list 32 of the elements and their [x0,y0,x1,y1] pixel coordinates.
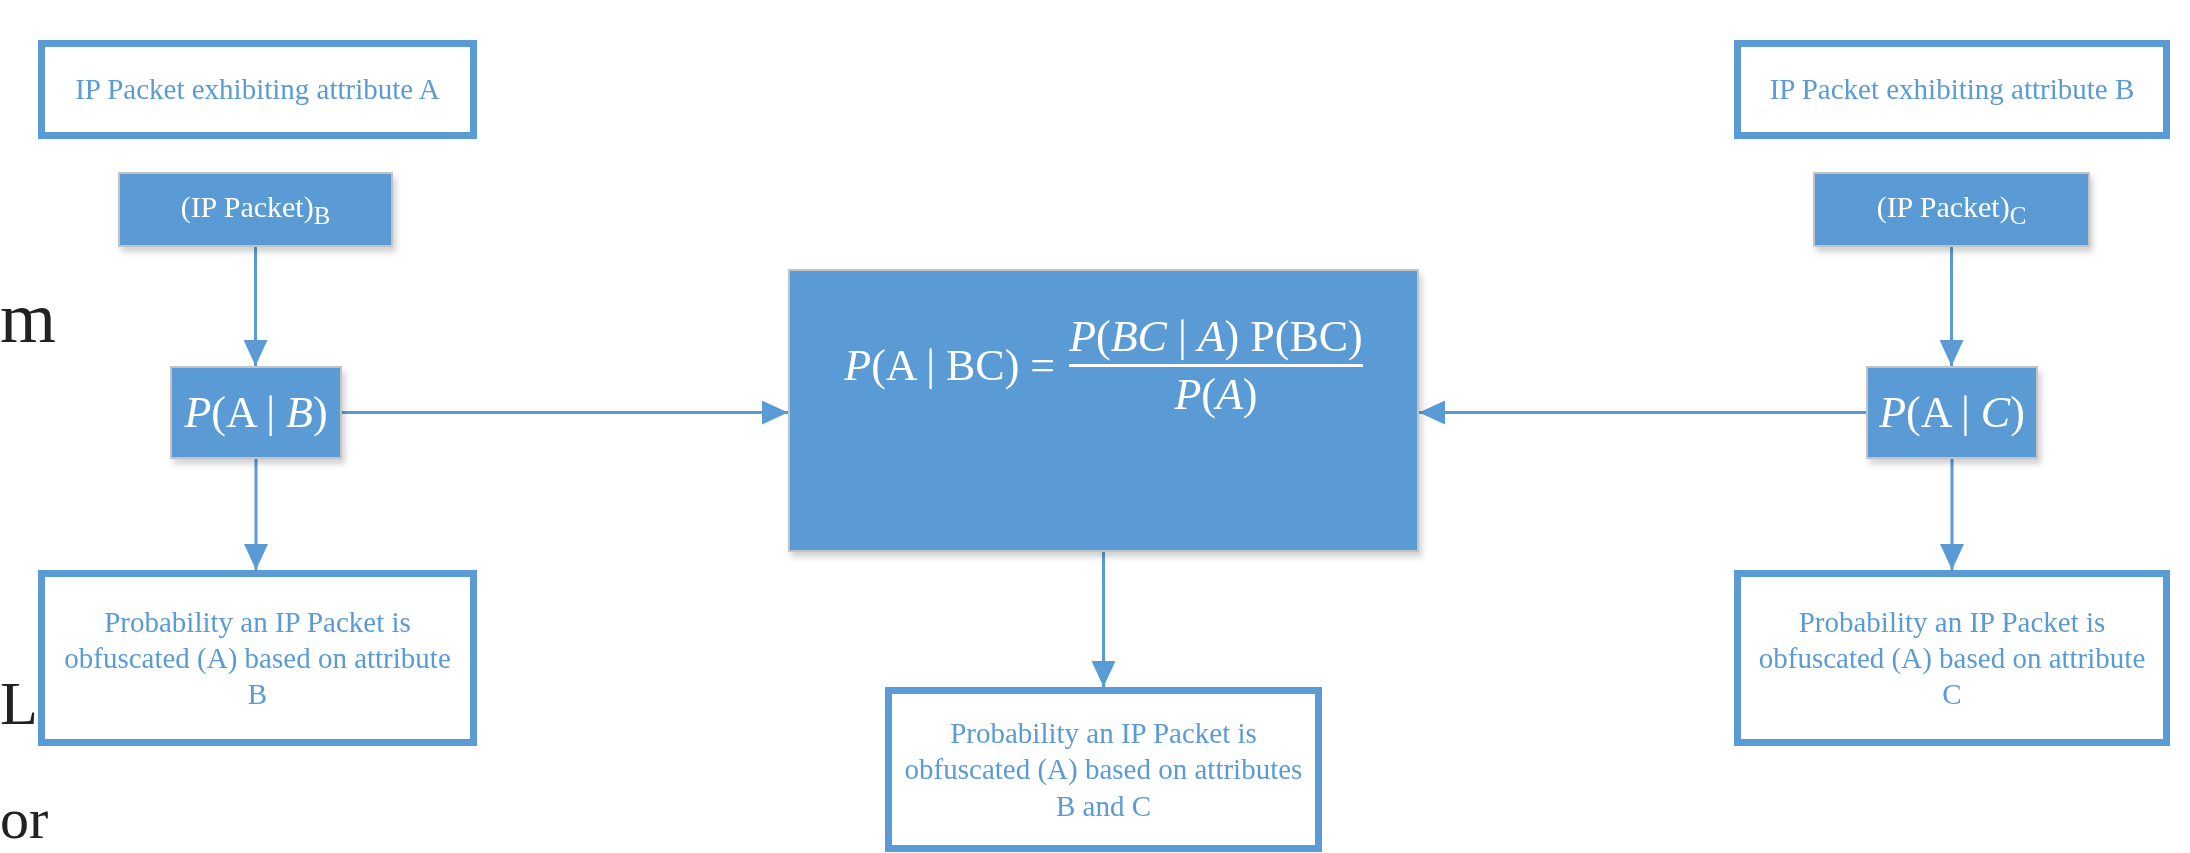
box-text: Probability an IP Packet is obfuscated (A) based on attributes B and C [903,716,1304,824]
text-box [1734,40,2170,139]
box-text: Probability an IP Packet is obfuscated (A) based on attribute B [63,604,452,713]
box-text: (IP Packet)$_{B}$ [180,189,331,230]
box-text: IP Packet exhibiting attribute A [75,72,440,108]
formula-text: P(A | B) [184,387,328,438]
arrow [1419,400,1866,425]
arrow [1939,247,1964,366]
text-box [38,570,477,746]
box-text: Probability an IP Packet is obfuscated (A) based on attribute C [1757,604,2147,713]
arrow [244,459,268,570]
arrow [1091,552,1116,687]
text-fragment: or [0,790,49,848]
formula-box [788,269,1419,552]
text-box [1734,570,2170,746]
arrow [1940,459,1964,570]
formula-text: P(A | C) [1879,387,2025,438]
formula-box [170,366,342,459]
process-box [118,172,393,247]
arrow [243,247,268,366]
box-text: (IP Packet)$_{C}$ [1876,189,2027,230]
formula-denominator: P(A) [1174,369,1258,420]
text-fragment: m [0,282,56,354]
formula-box [1866,366,2038,459]
text-box [38,40,477,139]
arrow [342,400,788,425]
formula-text: P(A | BC) = [844,340,1056,391]
text-fragment: L [0,672,38,734]
text-box [885,687,1322,852]
formula-numerator: P(BC | A) P(BC) [1069,311,1363,362]
box-text: IP Packet exhibiting attribute B [1769,72,2135,108]
process-box [1813,172,2090,247]
